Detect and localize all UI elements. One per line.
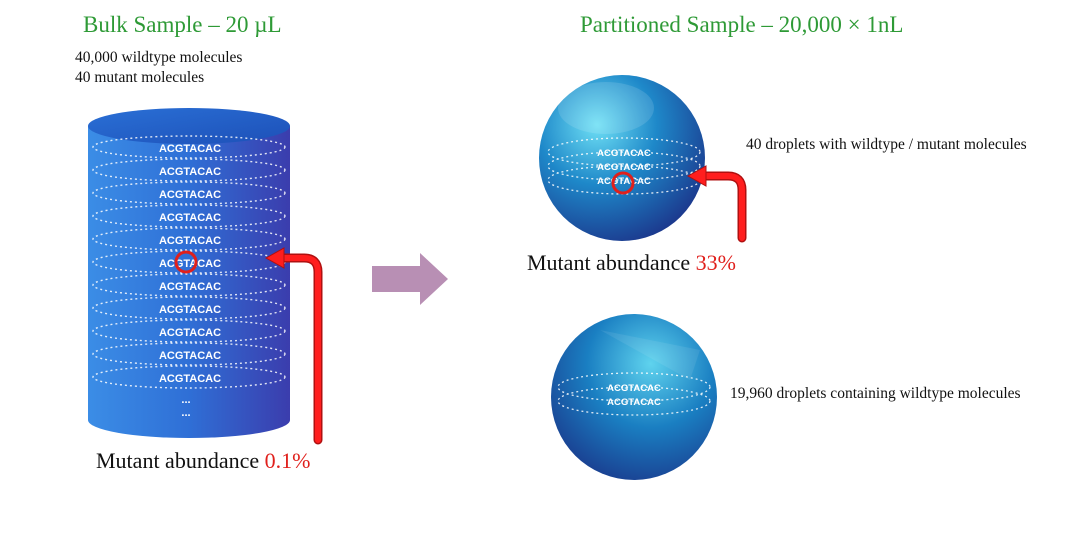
bulk-mutant-count: 40 mutant molecules <box>75 69 205 86</box>
bulk-sequence-1: ACGTACAC <box>159 143 221 155</box>
droplet-wildtype-seq-2: ACGTACAC <box>607 397 661 408</box>
bulk-sequence-4: ACGTACAC <box>159 212 221 224</box>
bulk-sequence-10: ACGTACAC <box>159 350 221 362</box>
bulk-sequence-7: ACGTACAC <box>159 281 221 293</box>
bulk-ellipsis-2: ... <box>181 407 190 419</box>
bulk-mutant-marker <box>174 250 198 274</box>
bulk-sequence-3: ACGTACAC <box>159 189 221 201</box>
droplet-wildtype: ACGTACAC ACGTACAC <box>551 314 717 480</box>
bulk-mutant-sequence: ACGTACAC <box>159 258 221 270</box>
droplet-mutant-marker <box>611 171 635 195</box>
droplet-abundance-value: 33% <box>695 250 736 275</box>
droplet-mutant-seq-1: ACGTACAC <box>597 148 651 159</box>
droplet-mutant: ACGTACAC ACGTACAC ACGTACAC <box>539 75 705 241</box>
bulk-abundance-value: 0.1% <box>264 448 311 473</box>
droplet-pointer-arrow <box>686 165 747 243</box>
droplet-mutant-seq-3: ACGTACAC <box>597 176 651 187</box>
bulk-ellipsis-1: ... <box>181 394 190 406</box>
bulk-sequence-9: ACGTACAC <box>159 327 221 339</box>
droplet-mutant-seq-2: ACGTACAC <box>597 162 651 173</box>
droplet-wildtype-seq-1: ACGTACAC <box>607 383 661 394</box>
bulk-title: Bulk Sample – 20 µL <box>83 12 282 37</box>
transfer-arrow <box>372 253 448 305</box>
bulk-sequence-5: ACGTACAC <box>159 235 221 247</box>
bulk-abundance: Mutant abundance 0.1% <box>96 448 310 474</box>
droplet-mutant-abundance: Mutant abundance 33% <box>527 250 736 276</box>
droplet-wildtype-description: 19,960 droplets containing wildtype mole… <box>730 385 1021 402</box>
bulk-abundance-label: Mutant abundance <box>96 448 260 473</box>
bulk-wildtype-count: 40,000 wildtype molecules <box>75 49 243 66</box>
bulk-sequence-11: ACGTACAC <box>159 373 221 385</box>
bulk-cylinder: ACGTACAC ACGTACAC ACGTACAC ACGTACAC ACGTACAC… <box>88 108 290 438</box>
bulk-sequence-8: ACGTACAC <box>159 304 221 316</box>
droplet-mutant-description: 40 droplets with wildtype / mutant molec… <box>746 136 1027 153</box>
partitioned-title: Partitioned Sample – 20,000 × 1nL <box>580 12 904 37</box>
bulk-pointer-arrow <box>264 247 323 445</box>
droplet-abundance-label: Mutant abundance <box>527 250 691 275</box>
bulk-sequence-2: ACGTACAC <box>159 166 221 178</box>
